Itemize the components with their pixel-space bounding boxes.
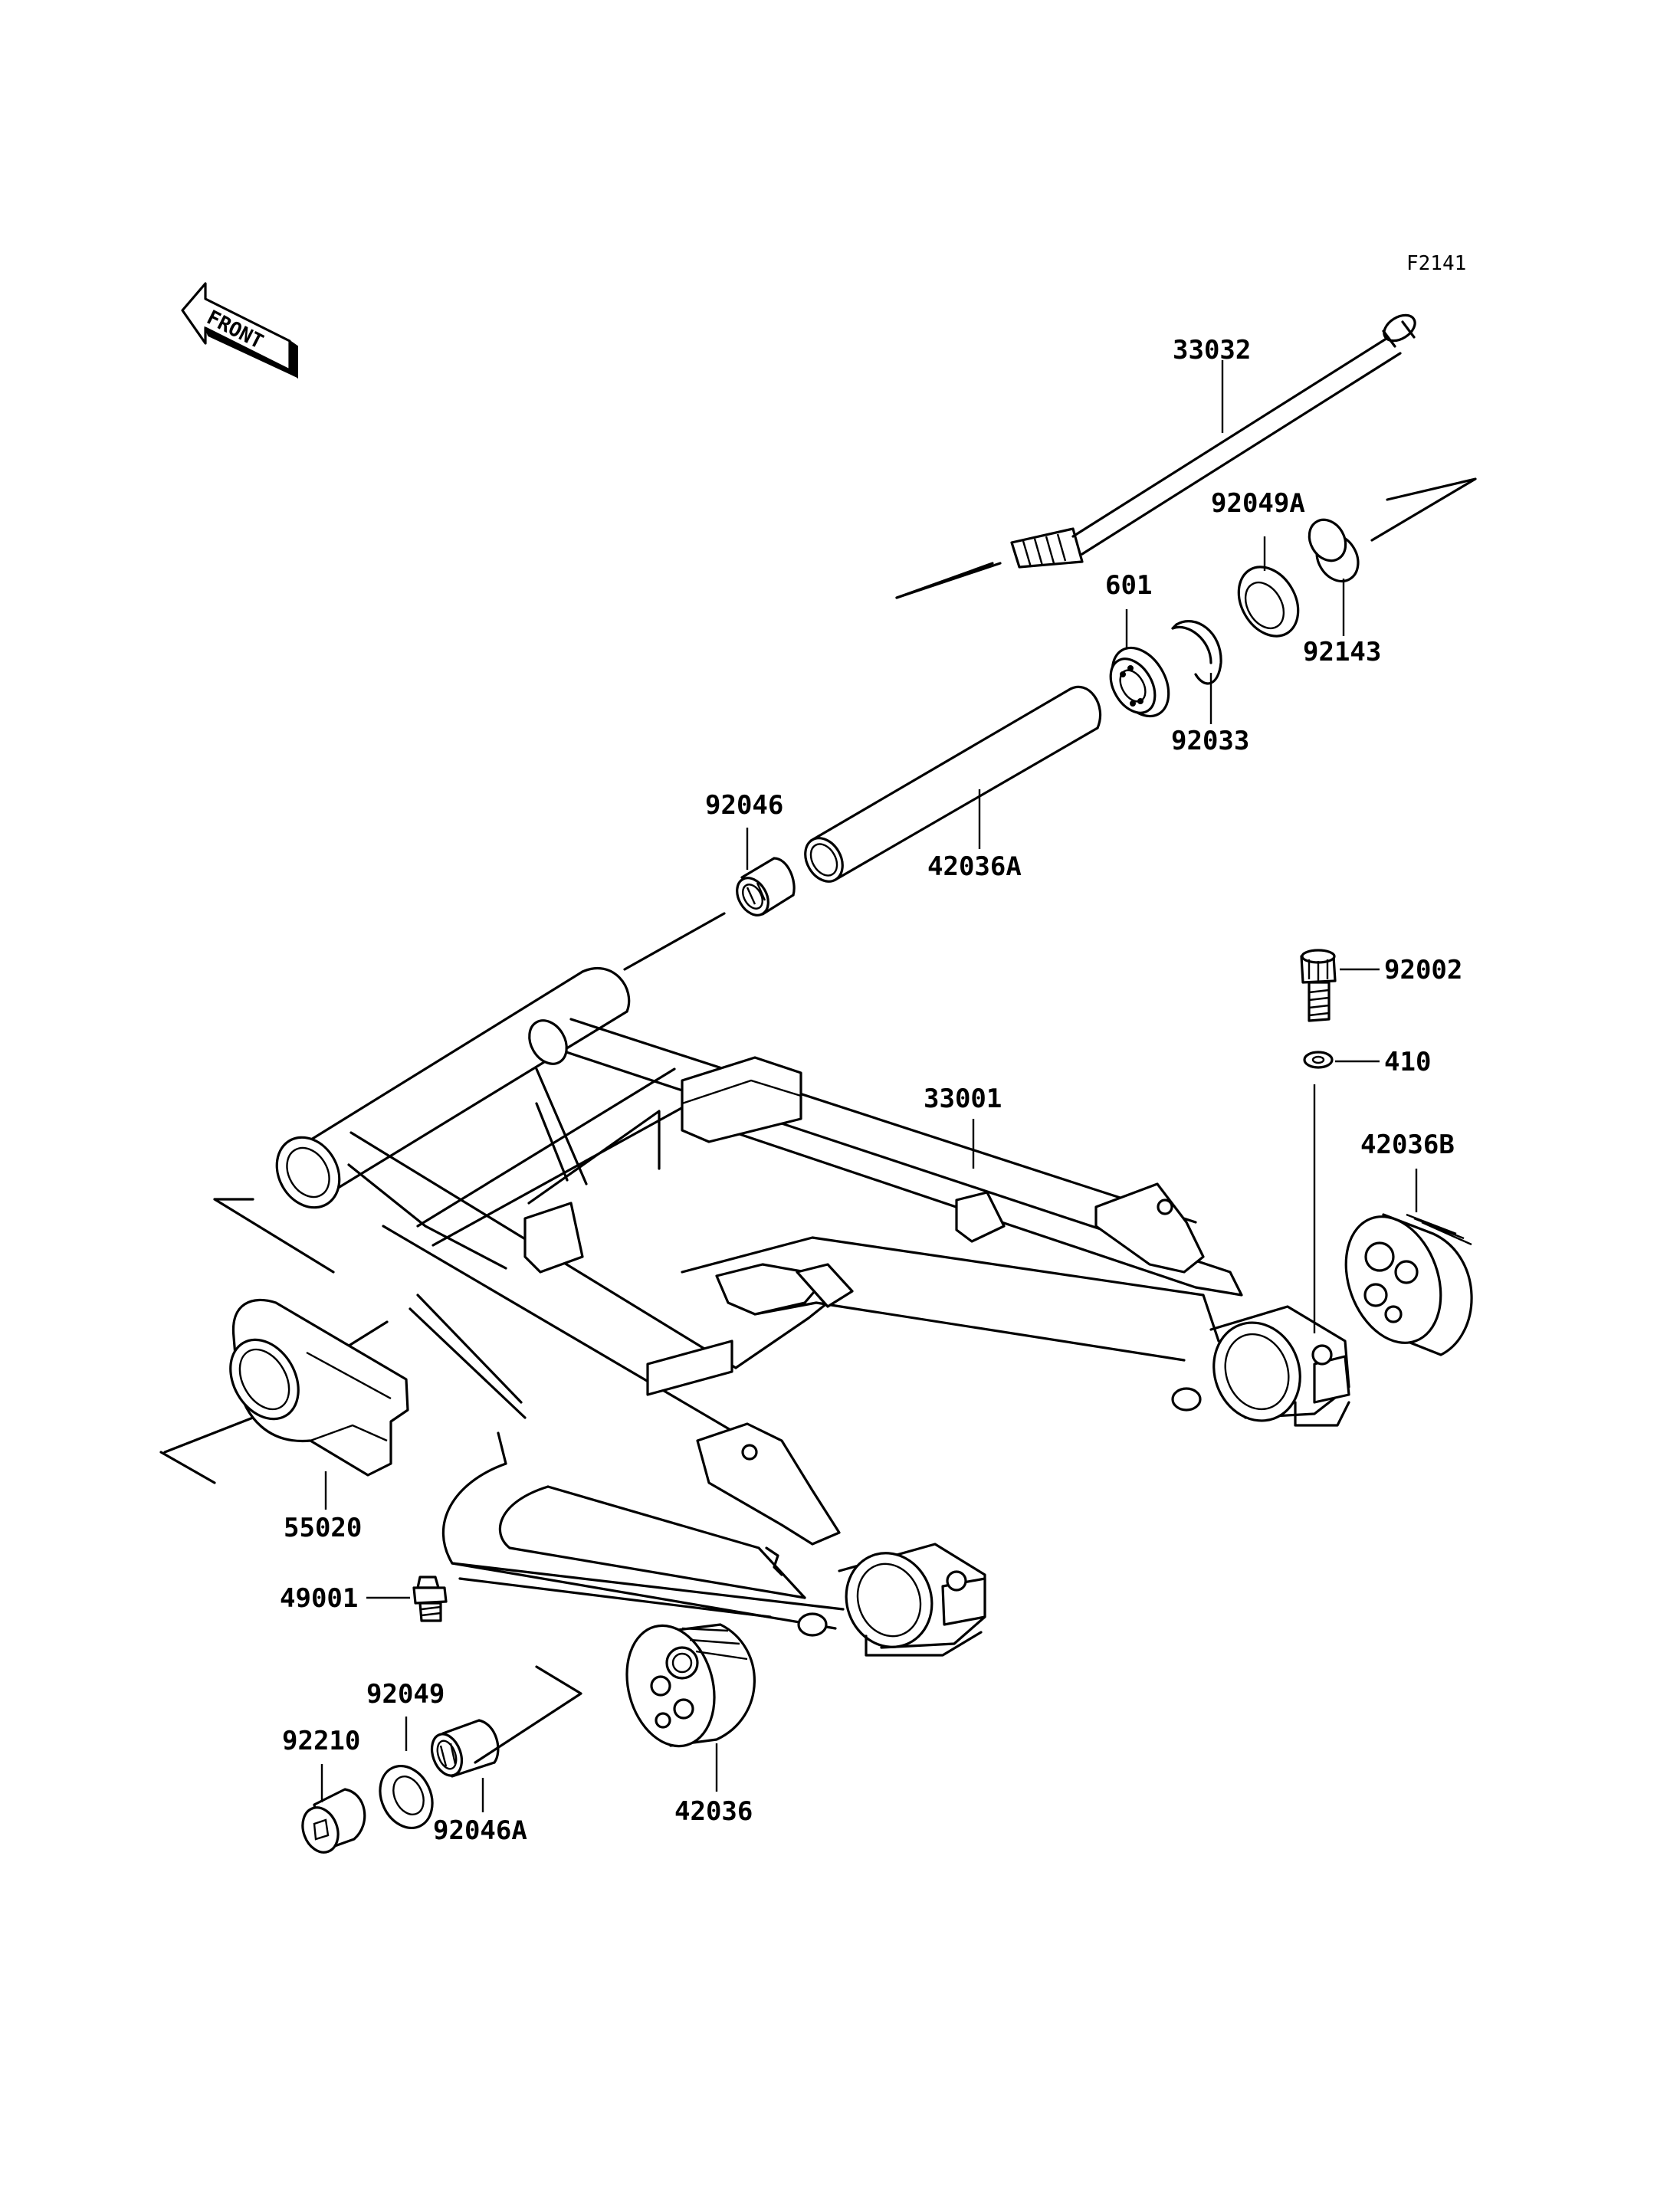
label-92046A: 92046A: [433, 1815, 527, 1846]
bolt-92002: [1300, 949, 1380, 1022]
label-410: 410: [1384, 1047, 1431, 1077]
figure-ref-code: F2141: [1406, 252, 1466, 275]
needle-bearing-92046A: [430, 1719, 500, 1812]
needle-bearing-92046: [736, 828, 796, 917]
chain-guide-55020: [159, 1198, 409, 1510]
label-92049A: 92049A: [1211, 488, 1305, 519]
pivot-shaft-33032: [895, 313, 1416, 599]
swingarm-33001: [275, 966, 1350, 1657]
eccentric-adjuster-42036: [474, 1623, 756, 1792]
grease-nipple-49001: [366, 1576, 448, 1622]
seal-92049A: [1237, 536, 1300, 638]
label-92210: 92210: [282, 1726, 360, 1756]
label-42036: 42036: [674, 1796, 753, 1827]
seal-92049: [379, 1717, 434, 1829]
collar-92210: [301, 1764, 366, 1854]
label-92002: 92002: [1384, 955, 1462, 985]
spacer-tube-42036A: [804, 685, 1102, 883]
label-55020: 55020: [284, 1513, 362, 1543]
guide-line: [623, 912, 726, 971]
label-49001: 49001: [280, 1583, 358, 1614]
bearing-601: [1109, 609, 1170, 718]
circlip-92033: [1171, 620, 1222, 724]
label-92046: 92046: [705, 790, 783, 821]
label-92143: 92143: [1303, 637, 1381, 667]
label-92049: 92049: [366, 1679, 445, 1710]
label-33001: 33001: [924, 1084, 1002, 1114]
label-42036A: 42036A: [927, 851, 1022, 882]
collar-92143: [1308, 518, 1360, 636]
eccentric-adjuster-42036B: [1344, 1169, 1473, 1356]
guide-line: [1370, 477, 1477, 542]
label-92033: 92033: [1171, 726, 1249, 756]
washer-410: [1303, 1051, 1380, 1333]
label-33032: 33032: [1173, 335, 1251, 366]
label-601: 601: [1105, 570, 1152, 601]
label-42036B: 42036B: [1360, 1130, 1455, 1160]
front-direction-arrow-icon: FRONT: [181, 282, 298, 379]
